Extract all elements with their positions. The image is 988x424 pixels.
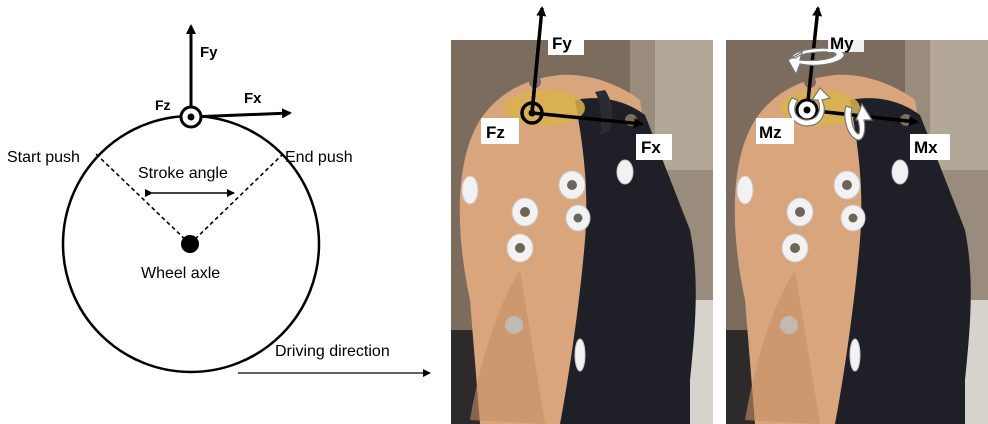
driving-direction-label: Driving direction (275, 343, 390, 360)
photo-fx-label: Fx (641, 138, 661, 157)
photo-my-label: My (830, 34, 854, 53)
end-push-label: End push (285, 149, 353, 166)
stroke-angle-label: Stroke angle (138, 165, 228, 182)
fz-label: Fz (155, 97, 171, 113)
fz-dot-icon (188, 114, 195, 121)
start-push-label: Start push (7, 149, 80, 166)
photo-mz-label: Mz (759, 123, 782, 142)
photo-fz-label: Fz (486, 123, 505, 142)
shoulder-photo-moments (726, 40, 988, 424)
fx-arrow (191, 113, 290, 117)
photo-fz-dot-icon (529, 110, 536, 117)
photo-mx-label: Mx (914, 138, 938, 157)
wheel-axle-dot (181, 235, 199, 253)
fx-label: Fx (244, 90, 262, 107)
photo-fy-label: Fy (552, 34, 572, 53)
fy-label: Fy (200, 44, 218, 61)
wheel-axle-label: Wheel axle (141, 265, 220, 282)
wheel-diagram: Fy Fz Fx Start push End push Stroke angl… (7, 26, 430, 373)
shoulder-photo-forces (451, 8, 713, 424)
